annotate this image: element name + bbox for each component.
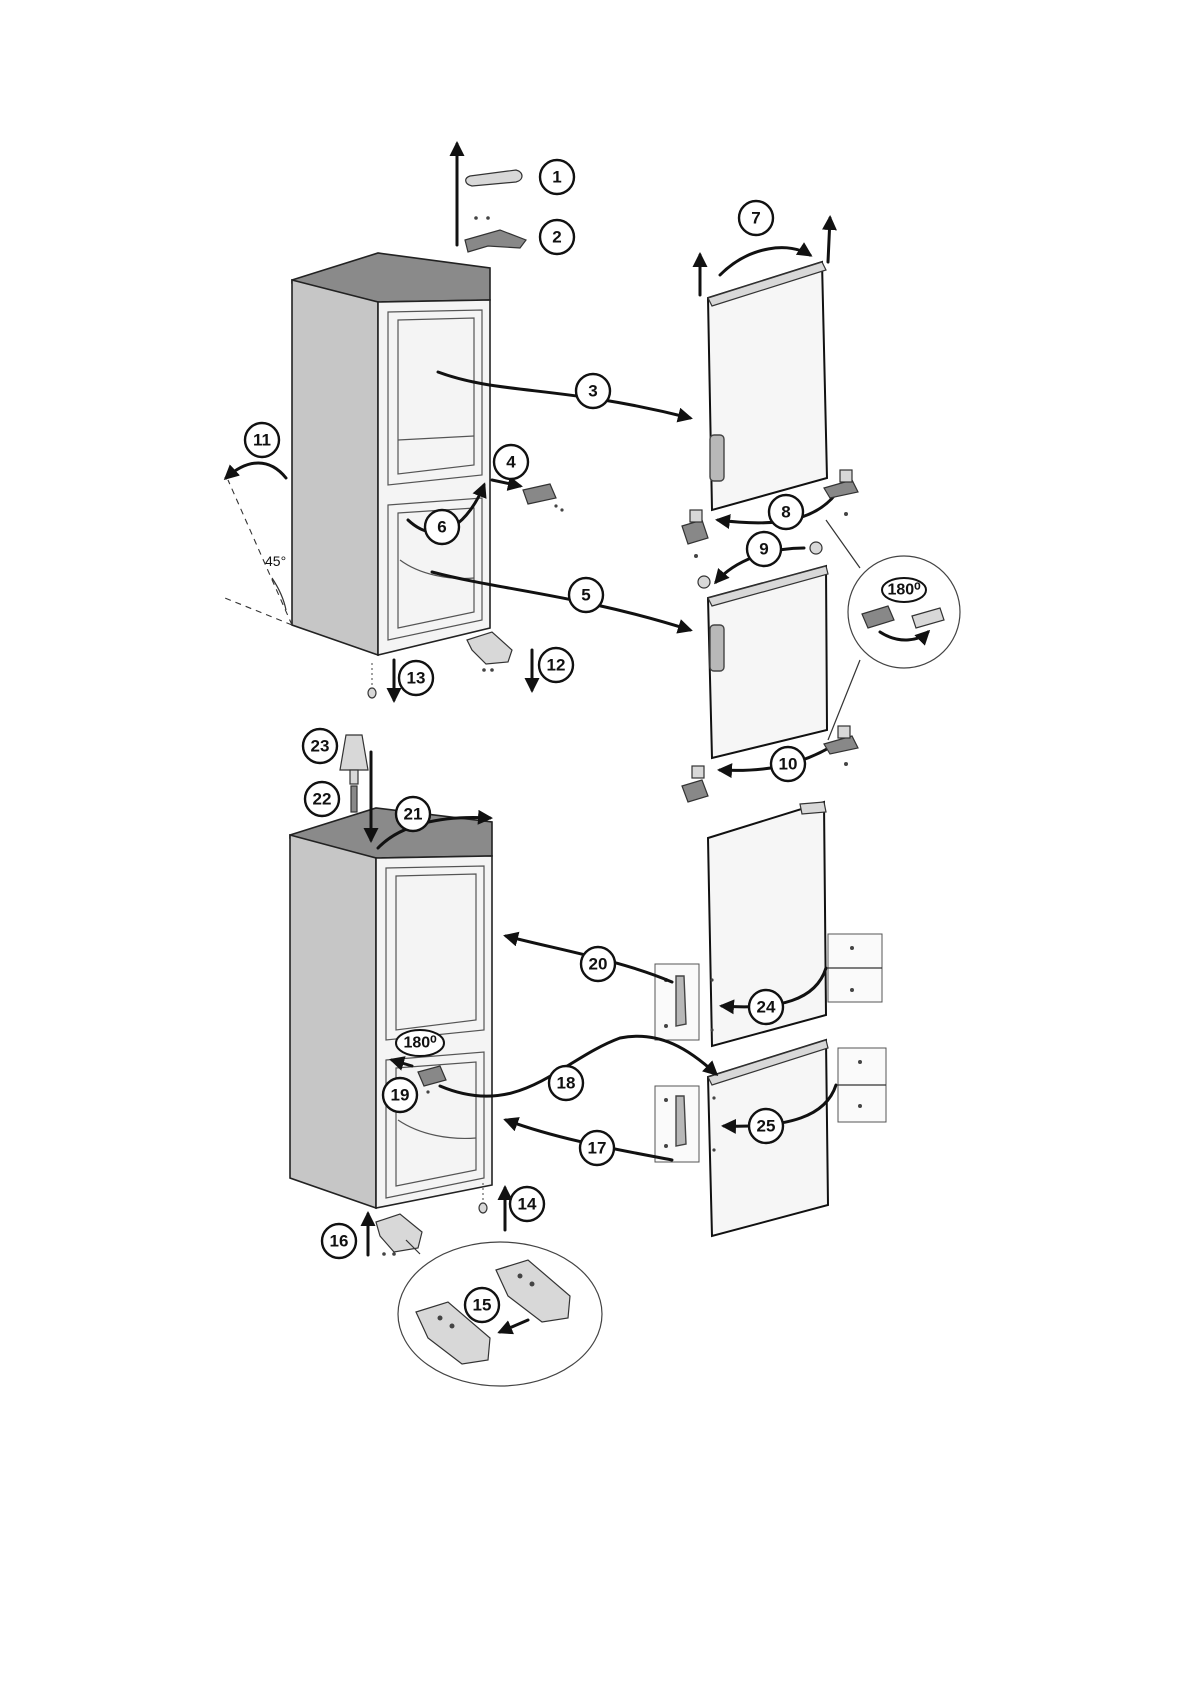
angle-label: 45°	[265, 553, 286, 569]
callout-25: 25	[749, 1109, 783, 1143]
callout-6: 6	[425, 510, 459, 544]
rotation-label-upper: 180⁰	[887, 582, 921, 599]
callout-22: 22	[305, 782, 339, 816]
callout-3: 3	[576, 374, 610, 408]
handle-box-lower	[655, 1086, 699, 1162]
callout-number: 3	[588, 382, 597, 401]
callout-number: 5	[581, 586, 590, 605]
callout-14: 14	[510, 1187, 544, 1221]
callout-1: 1	[540, 160, 574, 194]
callout-11: 11	[245, 423, 279, 457]
callout-number: 2	[552, 228, 561, 247]
top-hinge-part	[465, 216, 526, 252]
callout-4: 4	[494, 445, 528, 479]
callout-10: 10	[771, 747, 805, 781]
callout-9: 9	[747, 532, 781, 566]
callout-number: 24	[757, 998, 776, 1017]
tilt-angle-indicator: 45°	[225, 480, 292, 625]
door-upper-top-view	[708, 262, 827, 510]
callout-number: 1	[552, 168, 561, 187]
callout-2: 2	[540, 220, 574, 254]
door-lower-top-view	[708, 566, 828, 758]
callout-number: 15	[473, 1296, 492, 1315]
callout-15: 15	[465, 1288, 499, 1322]
screwdriver-tool	[340, 735, 368, 812]
callout-20: 20	[581, 947, 615, 981]
callout-19: 19	[383, 1078, 417, 1112]
fridge-bottom-view	[290, 808, 492, 1208]
callout-number: 11	[253, 431, 271, 450]
callout-17: 17	[580, 1131, 614, 1165]
callout-number: 22	[313, 790, 332, 809]
callout-number: 19	[391, 1086, 410, 1105]
callout-7: 7	[739, 201, 773, 235]
callout-number: 10	[779, 755, 798, 774]
callout-21: 21	[396, 797, 430, 831]
callout-18: 18	[549, 1066, 583, 1100]
callout-number: 8	[781, 503, 790, 522]
cap-box-24	[828, 934, 882, 1002]
callout-8: 8	[769, 495, 803, 529]
callout-number: 20	[589, 955, 608, 974]
callout-number: 17	[588, 1139, 607, 1158]
handle-box-upper	[655, 964, 699, 1040]
callout-16: 16	[322, 1224, 356, 1258]
top-cover-part	[466, 170, 522, 186]
callout-23: 23	[303, 729, 337, 763]
arrow-11	[226, 463, 286, 478]
callout-number: 23	[311, 737, 330, 756]
callout-number: 25	[757, 1117, 776, 1136]
arrow-4	[492, 480, 520, 486]
callout-number: 16	[330, 1232, 349, 1251]
callout-number: 9	[759, 540, 768, 559]
callout-24: 24	[749, 990, 783, 1024]
callout-13: 13	[399, 661, 433, 695]
rotation-zoom-detail: 180⁰	[826, 520, 960, 740]
callout-number: 4	[506, 453, 516, 472]
callout-number: 7	[751, 209, 760, 228]
foot-screw-13	[368, 660, 376, 698]
callout-number: 14	[518, 1195, 537, 1214]
callout-number: 6	[437, 518, 446, 537]
callout-number: 21	[404, 805, 423, 824]
hinge-zoom-detail	[398, 1240, 602, 1386]
callout-number: 18	[557, 1074, 576, 1093]
callout-12: 12	[539, 648, 573, 682]
arrow-7-right-up	[828, 218, 830, 262]
fridge-top-view	[292, 253, 490, 655]
bottom-hinge-part	[467, 632, 512, 672]
rotation-label-lower: 180⁰	[403, 1035, 437, 1052]
callout-number: 12	[547, 656, 566, 675]
callout-number: 13	[407, 669, 426, 688]
callout-5: 5	[569, 578, 603, 612]
cap-box-25	[838, 1048, 886, 1122]
middle-hinge-part	[523, 484, 564, 512]
